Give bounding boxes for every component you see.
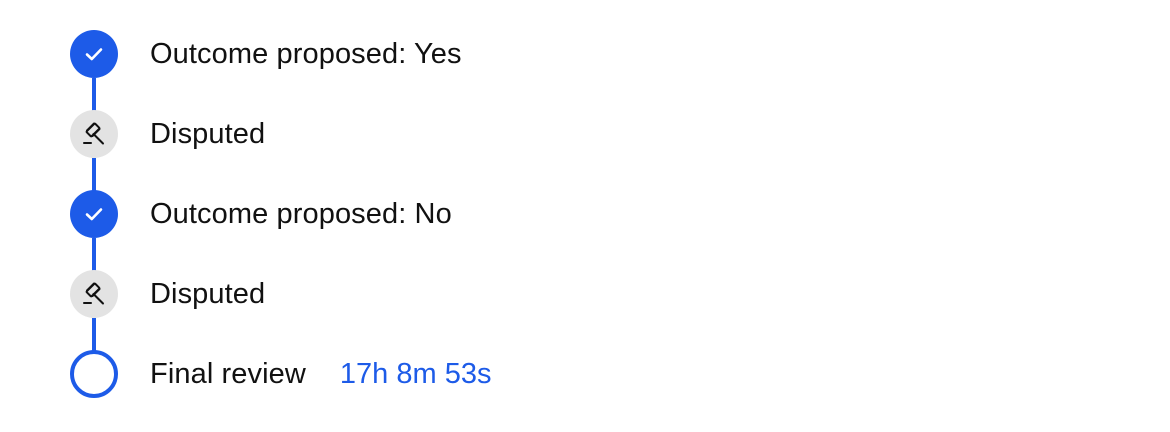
step-label: Final review bbox=[150, 357, 306, 390]
timeline-step-outcome-proposed-yes: Outcome proposed: Yes bbox=[70, 30, 462, 78]
step-label: Outcome proposed: No bbox=[150, 197, 452, 230]
gavel-icon bbox=[70, 110, 118, 158]
timeline-step-disputed: Disputed bbox=[70, 270, 265, 318]
check-icon bbox=[70, 30, 118, 78]
timeline-step-outcome-proposed-no: Outcome proposed: No bbox=[70, 190, 452, 238]
step-label: Disputed bbox=[150, 117, 266, 150]
timeline-connector bbox=[92, 318, 96, 352]
timeline-step-disputed: Disputed bbox=[70, 110, 265, 158]
timeline-connector bbox=[92, 158, 96, 192]
gavel-icon bbox=[70, 270, 118, 318]
countdown-timer: 17h 8m 53s bbox=[339, 357, 492, 390]
timeline-connector bbox=[92, 78, 96, 112]
check-icon bbox=[70, 190, 118, 238]
step-label: Outcome proposed: Yes bbox=[150, 37, 462, 70]
timeline-connector bbox=[92, 238, 96, 272]
timeline-step-final-review: Final review 17h 8m 53s bbox=[70, 350, 491, 398]
step-label: Disputed bbox=[150, 277, 266, 310]
empty-circle-icon bbox=[70, 350, 118, 398]
